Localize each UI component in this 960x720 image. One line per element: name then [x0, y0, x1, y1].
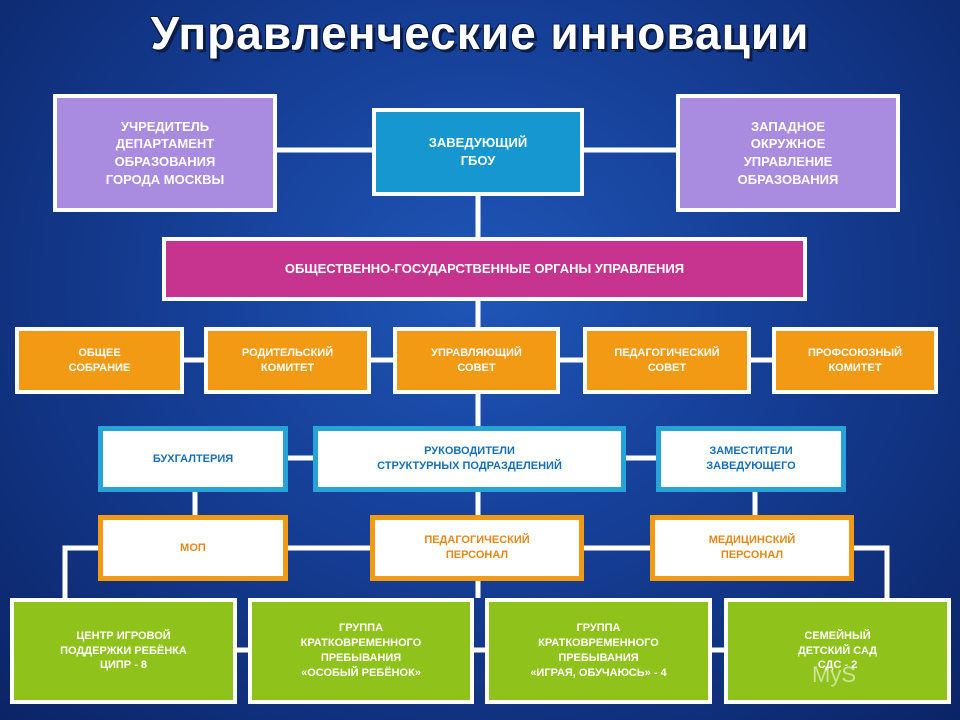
unit-label: СЕМЕЙНЫЙ ДЕТСКИЙ САД СДС - 2 — [797, 629, 878, 672]
deputies-box: ЗАМЕСТИТЕЛИ ЗАВЕДУЮЩЕГО — [656, 426, 846, 492]
district-label: ЗАПАДНОЕ ОКРУЖНОЕ УПРАВЛЕНИЕ ОБРАЗОВАНИЯ — [737, 118, 839, 187]
council-label: ПЕДАГОГИЧЕСКИЙ СОВЕТ — [614, 346, 720, 374]
unit-play-support-center: ЦЕНТР ИГРОВОЙ ПОДДЕРЖКИ РЕБЁНКА ЦИПР - 8 — [10, 598, 237, 704]
medical-staff-box: МЕДИЦИНСКИЙ ПЕРСОНАЛ — [650, 515, 854, 581]
page-title: Управленческие инновации — [150, 7, 810, 59]
mop-label: МОП — [180, 541, 206, 554]
unit-special-child-group: ГРУППА КРАТКОВРЕМЕННОГО ПРЕБЫВАНИЯ «ОСОБ… — [248, 598, 474, 704]
unit-heads-label: РУКОВОДИТЕЛИ СТРУКТУРНЫХ ПОДРАЗДЕЛЕНИЙ — [377, 445, 562, 472]
council-governing-board: УПРАВЛЯЮЩИЙ СОВЕТ — [393, 327, 560, 394]
accounting-label: БУХГАЛТЕРИЯ — [152, 452, 234, 465]
council-label: УПРАВЛЯЮЩИЙ СОВЕТ — [431, 346, 522, 374]
head-box: ЗАВЕДУЮЩИЙ ГБОУ — [372, 108, 584, 196]
governance-label: ОБЩЕСТВЕННО-ГОСУДАРСТВЕННЫЕ ОРГАНЫ УПРАВ… — [284, 261, 685, 277]
unit-play-learn-group: ГРУППА КРАТКОВРЕМЕННОГО ПРЕБЫВАНИЯ «ИГРА… — [485, 598, 712, 704]
founder-box: УЧРЕДИТЕЛЬ ДЕПАРТАМЕНТ ОБРАЗОВАНИЯ ГОРОД… — [53, 94, 277, 212]
accounting-box: БУХГАЛТЕРИЯ — [98, 426, 288, 492]
council-pedagogical: ПЕДАГОГИЧЕСКИЙ СОВЕТ — [583, 327, 751, 394]
council-trade-union: ПРОФСОЮЗНЫЙ КОМИТЕТ — [772, 327, 938, 394]
district-box: ЗАПАДНОЕ ОКРУЖНОЕ УПРАВЛЕНИЕ ОБРАЗОВАНИЯ — [676, 94, 900, 212]
watermark: MyS — [812, 662, 856, 687]
unit-heads-box: РУКОВОДИТЕЛИ СТРУКТУРНЫХ ПОДРАЗДЕЛЕНИЙ — [313, 426, 626, 492]
unit-label: ЦЕНТР ИГРОВОЙ ПОДДЕРЖКИ РЕБЁНКА ЦИПР - 8 — [60, 629, 187, 672]
council-label: РОДИТЕЛЬСКИЙ КОМИТЕТ — [241, 346, 334, 374]
unit-label: ГРУППА КРАТКОВРЕМЕННОГО ПРЕБЫВАНИЯ «ОСОБ… — [300, 622, 422, 679]
council-parents-committee: РОДИТЕЛЬСКИЙ КОМИТЕТ — [204, 327, 371, 394]
council-general-meeting: ОБЩЕЕ СОБРАНИЕ — [15, 327, 184, 394]
teaching-staff-box: ПЕДАГОГИЧЕСКИЙ ПЕРСОНАЛ — [370, 515, 584, 581]
council-label: ПРОФСОЮЗНЫЙ КОМИТЕТ — [807, 346, 903, 374]
mop-box: МОП — [98, 515, 288, 581]
head-label: ЗАВЕДУЮЩИЙ ГБОУ — [428, 135, 528, 168]
governance-box: ОБЩЕСТВЕННО-ГОСУДАРСТВЕННЫЕ ОРГАНЫ УПРАВ… — [162, 237, 807, 301]
medical-staff-label: МЕДИЦИНСКИЙ ПЕРСОНАЛ — [708, 534, 796, 561]
founder-label: УЧРЕДИТЕЛЬ ДЕПАРТАМЕНТ ОБРАЗОВАНИЯ ГОРОД… — [105, 118, 225, 187]
council-label: ОБЩЕЕ СОБРАНИЕ — [68, 346, 131, 374]
unit-family-kindergarten: СЕМЕЙНЫЙ ДЕТСКИЙ САД СДС - 2 — [724, 598, 951, 704]
unit-label: ГРУППА КРАТКОВРЕМЕННОГО ПРЕБЫВАНИЯ «ИГРА… — [530, 622, 667, 679]
deputies-label: ЗАМЕСТИТЕЛИ ЗАВЕДУЮЩЕГО — [706, 445, 796, 472]
teaching-staff-label: ПЕДАГОГИЧЕСКИЙ ПЕРСОНАЛ — [424, 534, 530, 561]
